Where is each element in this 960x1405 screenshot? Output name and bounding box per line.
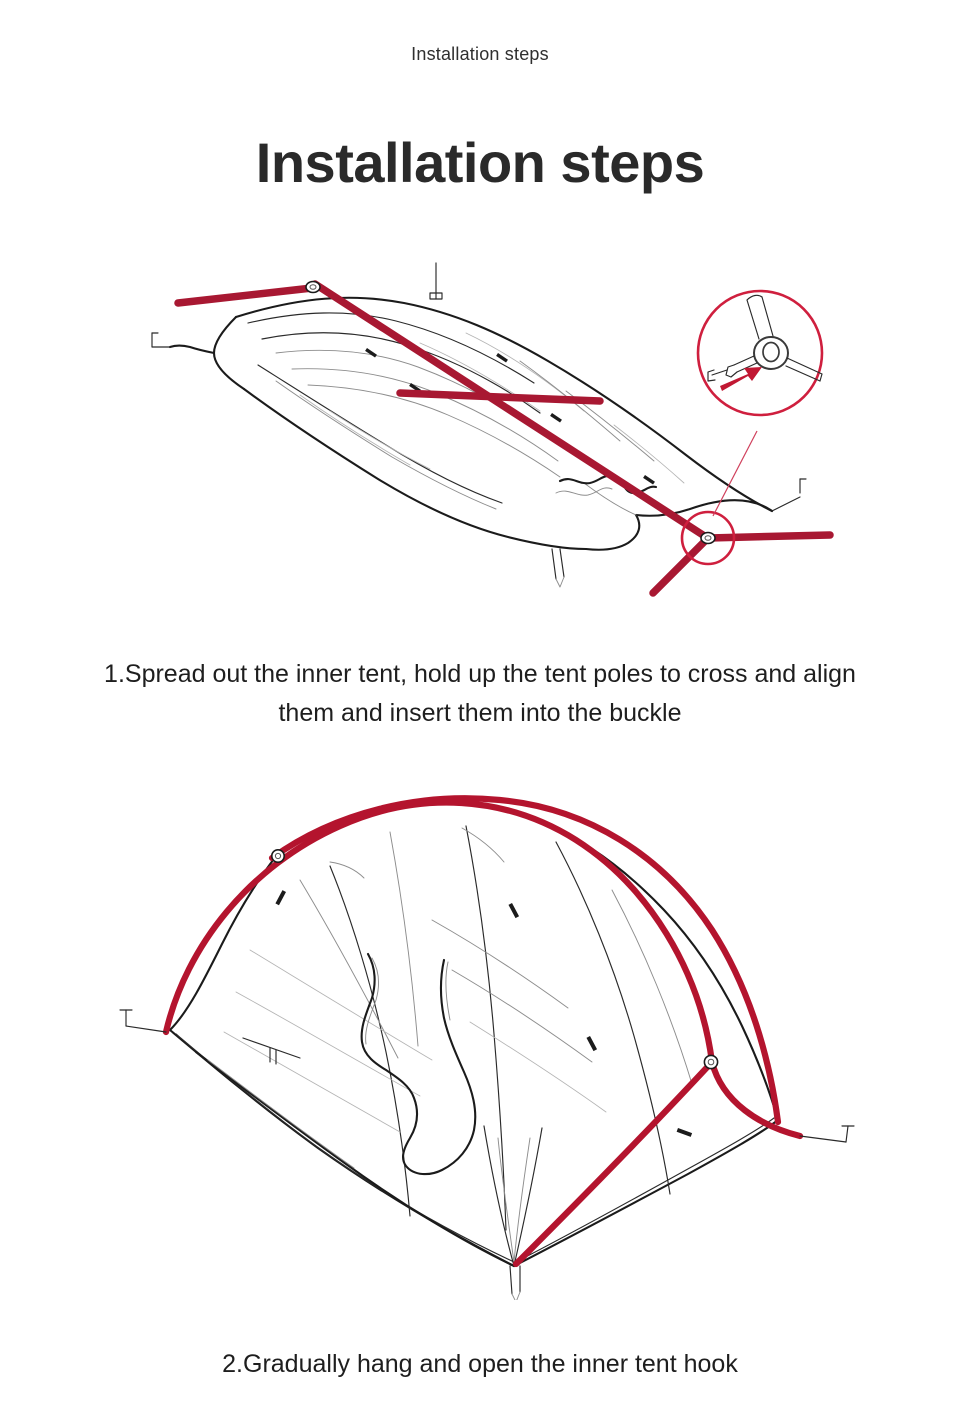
tent-stake-icon-left [119, 1009, 167, 1033]
callout-leader-line [712, 430, 758, 517]
tent-stake-icon-bottom [551, 548, 565, 588]
step-1-caption-line-2: them and insert them into the buckle [278, 698, 682, 727]
zipper-pull-icon [242, 1037, 301, 1065]
pole-hub-icon-lower [700, 531, 716, 545]
tent-stake-icon-right [799, 1125, 855, 1143]
tent-stake-icon-bottom [509, 1265, 521, 1300]
tent-stake-icon-top [429, 262, 443, 300]
tent-poles-crossed [174, 280, 834, 597]
step-2-illustration [0, 770, 960, 1300]
step-1-caption: 1.Spread out the inner tent, hold up the… [0, 655, 960, 733]
pole-hub-icon-right [703, 1054, 719, 1070]
erected-inner-tent-diagram [119, 795, 855, 1300]
tent-fabric-creases [247, 312, 685, 516]
page-title: Installation steps [255, 130, 705, 194]
insert-arrow-icon [720, 367, 762, 391]
page-eyebrow: Installation steps [411, 44, 549, 64]
tent-stake-icon-left [151, 332, 159, 348]
tent-door-opening [360, 952, 477, 1176]
inner-tent-flat-body [151, 296, 774, 551]
step-1-caption-line-1: 1.Spread out the inner tent, hold up the… [104, 660, 856, 688]
callout-source-ring [680, 510, 736, 566]
tent-hook-tabs [275, 890, 693, 1137]
tent-mesh-panels [223, 825, 693, 1267]
tent-poles-arched [162, 795, 804, 1268]
step-2-caption: 2.Gradually hang and open the inner tent… [0, 1345, 960, 1384]
pole-hub-icon-left [270, 849, 285, 864]
step-1-illustration [0, 235, 960, 625]
pole-hub-icon-upper [305, 280, 321, 294]
step-2-caption-line-1: 2.Gradually hang and open the inner tent… [222, 1350, 738, 1378]
flat-inner-tent-diagram [151, 262, 834, 597]
pole-hub-buckle-detail-callout [696, 289, 824, 417]
tent-stake-icon-right [771, 478, 807, 512]
